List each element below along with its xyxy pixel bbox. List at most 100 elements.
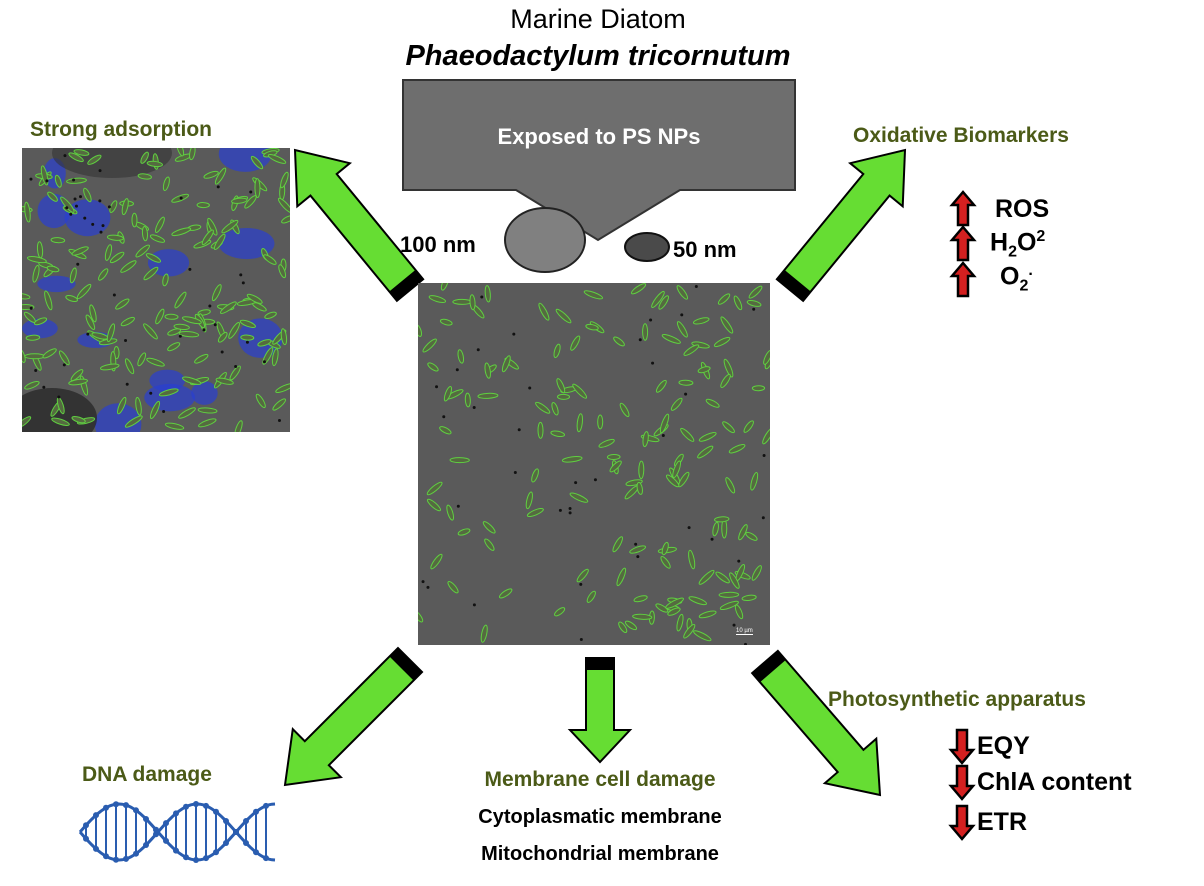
arrow-to-membrane — [567, 657, 633, 764]
diatom-cell — [576, 568, 589, 583]
adsorbed-particles — [147, 249, 190, 277]
diatom-cell — [598, 438, 615, 448]
diatom-cell — [449, 457, 470, 464]
diatom-cell — [106, 323, 116, 343]
adsorbed-particles — [218, 227, 275, 260]
diatom-cell — [763, 349, 770, 365]
adsorption-micrograph — [22, 148, 290, 432]
diatom-cell — [70, 369, 84, 382]
adsorption-title: Strong adsorption — [30, 118, 212, 141]
arrow-to-photosynthetic — [750, 649, 882, 797]
diatom-cell — [146, 357, 165, 367]
diatom-cell — [272, 398, 286, 411]
diatom-cell — [215, 377, 234, 385]
label-100nm: 100 nm — [400, 232, 476, 257]
diatom-cell — [121, 198, 129, 216]
diatom-cell — [201, 229, 214, 246]
arrow-to-adsorption — [293, 148, 425, 303]
diatom-cell — [439, 318, 453, 326]
diatom-cell — [748, 285, 763, 299]
diatom-cell — [162, 273, 169, 287]
diatom-cell — [217, 331, 228, 343]
diatom-cell — [705, 398, 720, 408]
diatom-cell — [659, 413, 670, 434]
diatom-cell — [71, 415, 86, 424]
diatom-cell — [683, 344, 700, 356]
diatom-cell — [569, 492, 589, 503]
title-line1: Marine Diatom — [510, 4, 686, 34]
diatom-cell — [280, 171, 289, 189]
adsorbed-particles — [37, 275, 76, 293]
diatom-cell — [661, 541, 669, 556]
increase-arrow-icon — [949, 225, 977, 262]
diatom-cell — [609, 460, 622, 473]
diatom-cell — [42, 348, 57, 359]
increase-arrow-icon — [949, 261, 977, 298]
diatom-cell — [561, 456, 583, 463]
diatom-cell — [712, 521, 720, 537]
diatom-cell — [120, 260, 137, 273]
diatom-cell — [538, 302, 550, 321]
diatom-cell — [683, 623, 696, 639]
dna-title: DNA damage — [82, 763, 212, 786]
diatom-cell — [688, 596, 708, 606]
photo-item-eqy: EQY — [977, 732, 1030, 760]
diatom-cell — [693, 630, 712, 642]
diatom-cell — [585, 323, 599, 331]
diatom-cell — [135, 244, 150, 258]
diatom-cell — [239, 319, 256, 328]
diatom-cell — [228, 321, 240, 339]
diatom-cell — [697, 445, 714, 459]
diatom-cell — [158, 388, 179, 397]
scale-bar: 10 µm — [736, 628, 753, 635]
adsorbed-particles — [22, 318, 58, 339]
diatom-cell — [83, 187, 92, 203]
diatom-cell — [69, 267, 77, 284]
diatom-cell — [124, 415, 143, 428]
diatom-cell — [672, 460, 682, 479]
diatom-cell — [181, 316, 202, 325]
diatom-cell — [556, 378, 566, 394]
diatom-cell — [229, 365, 241, 381]
diatom-cell — [278, 264, 287, 279]
diatom-cell — [47, 191, 58, 202]
diatom-cell — [106, 234, 124, 241]
diatom-cell — [477, 392, 499, 399]
diatom-cell — [176, 148, 185, 157]
diatom-cell — [751, 565, 762, 581]
diatom-cell — [616, 567, 627, 587]
diatom-cell — [24, 380, 40, 390]
diatom-cell — [231, 197, 248, 204]
diatom-cell — [457, 349, 465, 364]
diatom-cell — [250, 155, 264, 170]
diatom-cell — [717, 293, 731, 305]
diatom-cell — [422, 338, 437, 353]
diatom-cell — [651, 290, 665, 309]
diatom-cell — [162, 176, 170, 192]
membrane-item: Cytoplasmatic membrane — [478, 806, 722, 828]
diatom-cell — [464, 392, 471, 408]
increase-arrow-icon — [949, 190, 977, 227]
diatom-cell — [633, 595, 648, 603]
diatom-cell — [526, 507, 544, 518]
diatom-cell — [440, 283, 449, 291]
diatom-cell — [427, 362, 439, 372]
diatom-cell — [447, 580, 459, 594]
diatom-cell — [117, 396, 127, 415]
diatom-cell — [54, 174, 62, 188]
diatom-cell — [182, 376, 202, 385]
diatom-cell — [576, 413, 584, 433]
diatom-cell — [572, 383, 588, 399]
diatom-cell — [426, 498, 442, 512]
diatom-cell — [33, 317, 48, 326]
diatom-cell — [174, 291, 187, 309]
diatom-cell — [99, 363, 120, 371]
diatom-cell — [746, 299, 762, 307]
diatom-cell — [281, 215, 290, 224]
diatom-cell — [280, 328, 288, 346]
diatom-cell — [613, 336, 625, 347]
diatom-cell — [25, 334, 41, 341]
diatom-cell — [439, 426, 452, 435]
diatom-cell — [665, 474, 680, 488]
diatom-cell — [667, 607, 681, 616]
